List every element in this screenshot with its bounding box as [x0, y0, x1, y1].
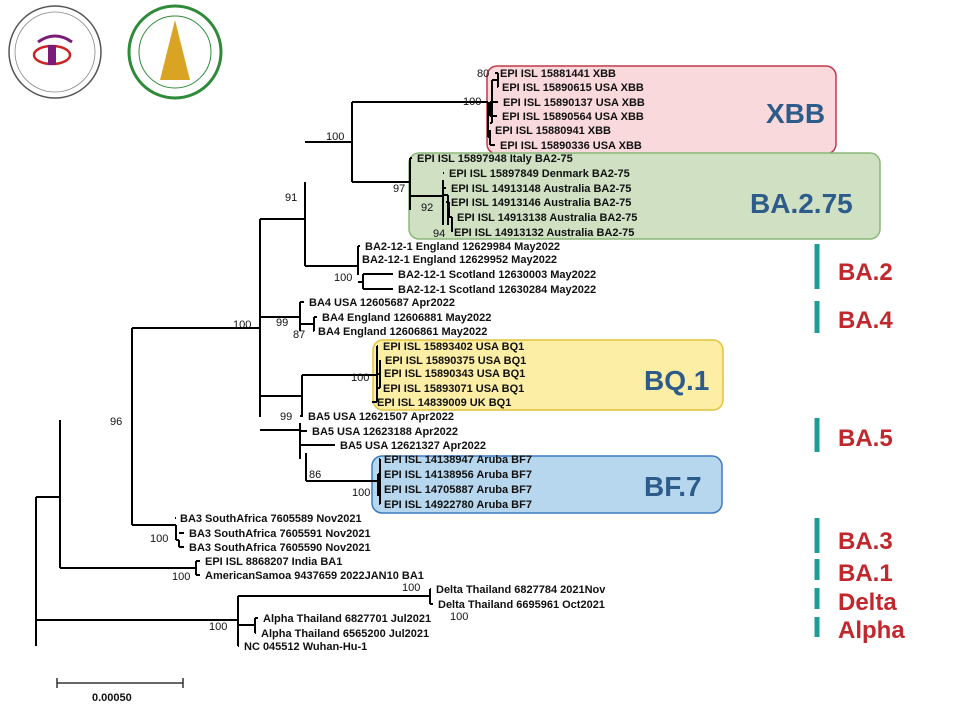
- leaf-label: EPI ISL 14839009 UK BQ1: [377, 397, 511, 409]
- leaf-label: BA2-12-1 England 12629984 May2022: [365, 241, 560, 253]
- leaf-label: BA2-12-1 Scotland 12630284 May2022: [398, 284, 596, 296]
- bootstrap-value: 92: [421, 202, 433, 214]
- clade-label: BQ.1: [644, 365, 709, 396]
- leaf-label: AmericanSamoa 9437659 2022JAN10 BA1: [205, 570, 424, 582]
- leaf-label: BA3 SouthAfrica 7605591 Nov2021: [189, 528, 371, 540]
- bootstrap-value: 100: [150, 533, 168, 545]
- leaf-label: EPI ISL 14705887 Aruba BF7: [384, 484, 532, 496]
- leaf-label: BA4 England 12606881 May2022: [322, 312, 491, 324]
- bootstrap-value: 99: [276, 317, 288, 329]
- bootstrap-value: 96: [110, 416, 122, 428]
- bootstrap-value: 99: [280, 411, 292, 423]
- leaf-label: EPI ISL 14913146 Australia BA2-75: [451, 197, 631, 209]
- bootstrap-value: 100: [233, 319, 251, 331]
- leaf-label: EPI ISL 15893071 USA BQ1: [383, 383, 524, 395]
- clade-label: BA.2.75: [750, 188, 853, 219]
- bootstrap-value: 100: [326, 131, 344, 143]
- leaf-label: BA5 USA 12621507 Apr2022: [308, 411, 454, 423]
- clade-side-label: BA.5: [838, 425, 893, 452]
- clade-side-label: BA.3: [838, 528, 893, 555]
- bootstrap-value: 100: [351, 372, 369, 384]
- leaf-label: EPI ISL 14138956 Aruba BF7: [384, 469, 532, 481]
- bootstrap-value: 80: [477, 68, 489, 80]
- leaf-label: EPI ISL 15890343 USA BQ1: [384, 368, 525, 380]
- leaf-label: NC 045512 Wuhan-Hu-1: [244, 641, 367, 653]
- leaf-label: BA3 SouthAfrica 7605589 Nov2021: [180, 513, 362, 525]
- clade-side-label: BA.2: [838, 259, 893, 286]
- clade-box-bf7: [371, 455, 723, 514]
- leaf-label: EPI ISL 14913132 Australia BA2-75: [454, 227, 634, 239]
- leaf-label: EPI ISL 15890375 USA BQ1: [385, 355, 526, 367]
- leaf-label: BA2-12-1 England 12629952 May2022: [362, 254, 557, 266]
- leaf-label: Delta Thailand 6695961 Oct2021: [438, 599, 605, 611]
- leaf-label: EPI ISL 14913138 Australia BA2-75: [457, 212, 637, 224]
- leaf-label: BA4 England 12606861 May2022: [318, 326, 487, 338]
- leaf-label: EPI ISL 15890615 USA XBB: [502, 82, 644, 94]
- bootstrap-value: 100: [172, 571, 190, 583]
- bootstrap-value: 87: [293, 329, 305, 341]
- leaf-label: EPI ISL 15893402 USA BQ1: [383, 341, 524, 353]
- clade-label: XBB: [766, 98, 825, 129]
- leaf-label: BA3 SouthAfrica 7605590 Nov2021: [189, 542, 371, 554]
- clade-label: BF.7: [644, 471, 702, 502]
- leaf-label: Alpha Thailand 6827701 Jul2021: [263, 613, 431, 625]
- leaf-label: BA5 USA 12623188 Apr2022: [312, 426, 458, 438]
- leaf-label: EPI ISL 15897849 Denmark BA2-75: [449, 168, 630, 180]
- leaf-label: BA5 USA 12621327 Apr2022: [340, 440, 486, 452]
- bootstrap-value: 100: [463, 96, 481, 108]
- leaf-label: EPI ISL 14913148 Australia BA2-75: [451, 183, 631, 195]
- bootstrap-value: 86: [309, 469, 321, 481]
- leaf-label: EPI ISL 15890564 USA XBB: [502, 111, 644, 123]
- leaf-label: EPI ISL 15880941 XBB: [495, 125, 611, 137]
- leaf-label: EPI ISL 14922780 Aruba BF7: [384, 499, 532, 511]
- leaf-label: EPI ISL 15897948 Italy BA2-75: [417, 153, 573, 165]
- leaf-label: EPI ISL 15890336 USA XBB: [500, 140, 642, 152]
- leaf-label: EPI ISL 15890137 USA XBB: [503, 97, 645, 109]
- bootstrap-value: 100: [402, 582, 420, 594]
- leaf-label: EPI ISL 14138947 Aruba BF7: [384, 454, 532, 466]
- leaf-label: EPI ISL 15881441 XBB: [500, 68, 616, 80]
- scale-bar-label: 0.00050: [92, 692, 132, 704]
- virology-center-logo: [8, 5, 102, 99]
- leaf-label: EPI ISL 8868207 India BA1: [205, 556, 342, 568]
- bootstrap-value: 94: [433, 228, 445, 240]
- clade-side-label: Delta: [838, 589, 897, 616]
- bootstrap-value: 100: [209, 621, 227, 633]
- clade-side-label: Alpha: [838, 617, 905, 644]
- bootstrap-value: 91: [285, 192, 297, 204]
- chulalongkorn-medicine-logo: [127, 4, 223, 100]
- bootstrap-value: 100: [450, 611, 468, 623]
- leaf-label: BA2-12-1 Scotland 12630003 May2022: [398, 269, 596, 281]
- leaf-label: Delta Thailand 6827784 2021Nov: [436, 584, 606, 596]
- bootstrap-value: 100: [352, 487, 370, 499]
- bootstrap-value: 97: [393, 183, 405, 195]
- leaf-label: BA4 USA 12605687 Apr2022: [309, 297, 455, 309]
- leaf-label: Alpha Thailand 6565200 Jul2021: [261, 628, 429, 640]
- bootstrap-value: 100: [334, 272, 352, 284]
- clade-side-label: BA.4: [838, 307, 893, 334]
- clade-side-label: BA.1: [838, 560, 893, 587]
